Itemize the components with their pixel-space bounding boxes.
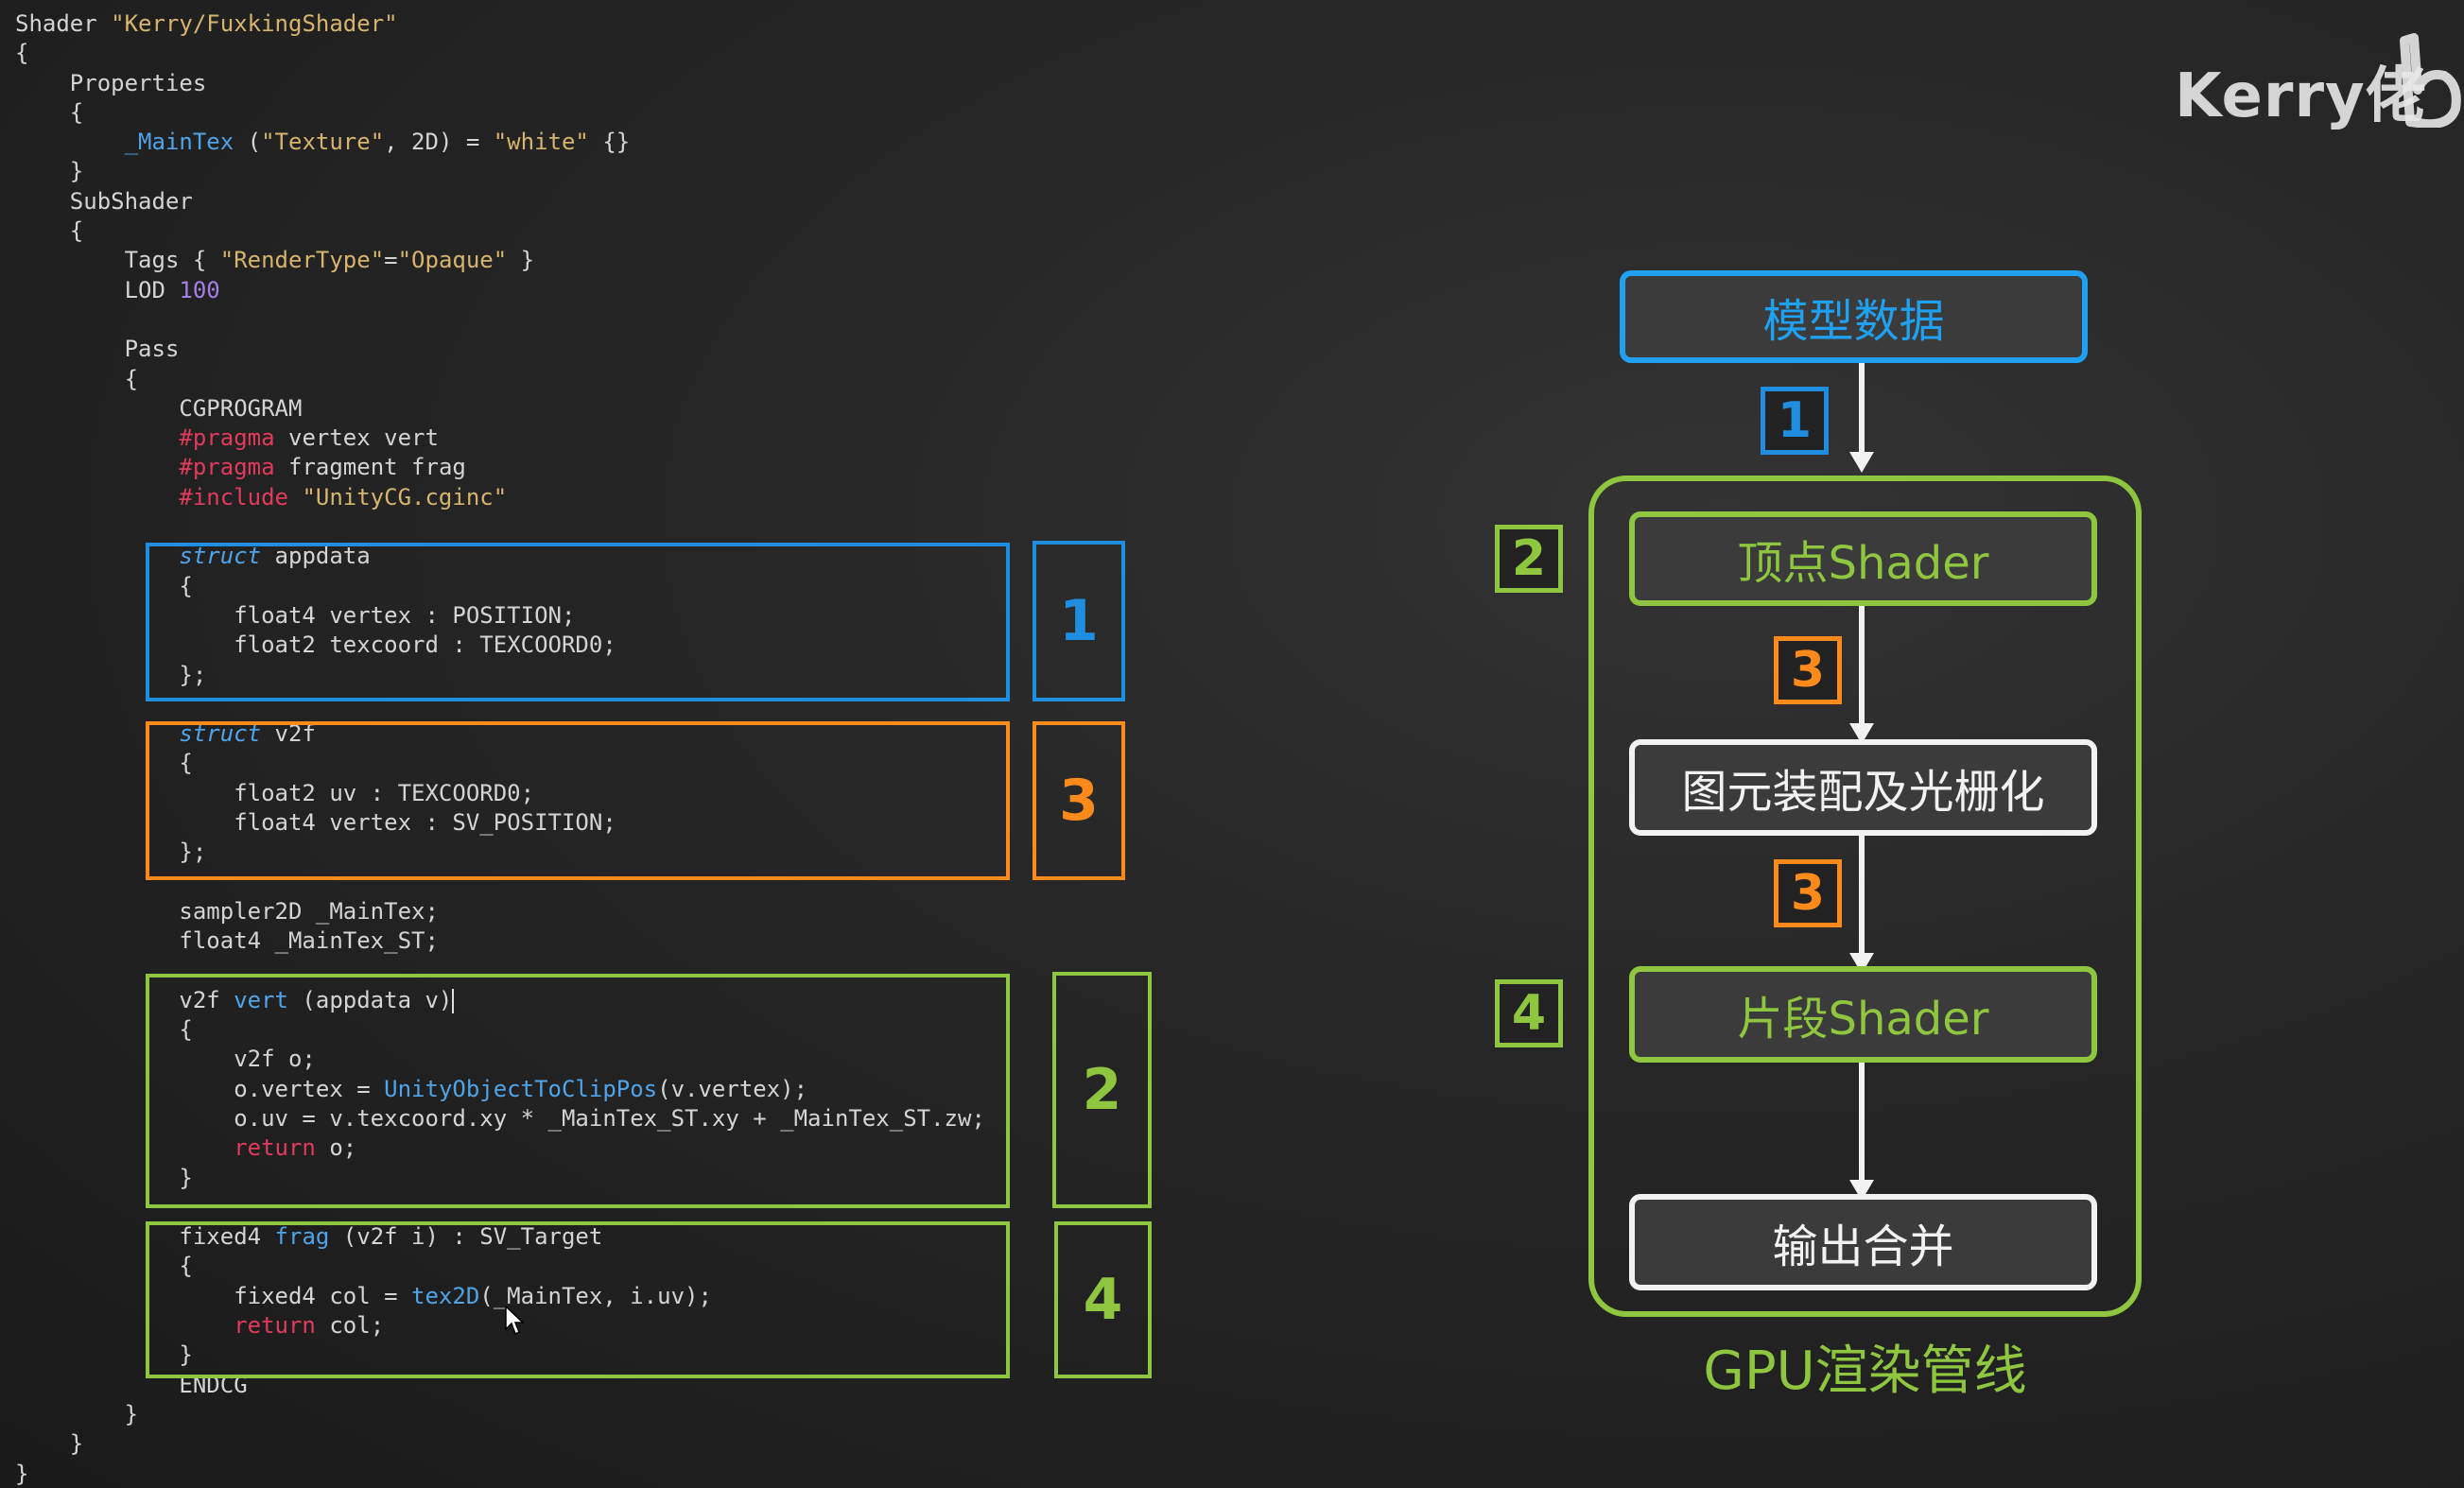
code-line[interactable]: float2 uv : TEXCOORD0; bbox=[15, 779, 535, 806]
appdata-step-badge: 1 bbox=[1032, 541, 1125, 701]
code-line[interactable]: }; bbox=[15, 839, 207, 866]
code-line[interactable]: v2f vert (appdata v) bbox=[15, 986, 455, 1013]
frag-function-highlight bbox=[146, 1221, 1010, 1378]
model-data-label: 模型数据 bbox=[1762, 295, 1945, 348]
code-line[interactable]: { bbox=[15, 98, 84, 126]
code-line[interactable]: } bbox=[15, 1164, 193, 1191]
vertex-shader-label: 顶点Shader bbox=[1737, 537, 1989, 590]
brand-watermark: Kerry佬 bbox=[2175, 61, 2427, 131]
code-line[interactable]: #pragma vertex vert bbox=[179, 424, 439, 452]
mouse-pointer-icon bbox=[505, 1306, 524, 1336]
vert-step-number: 2 bbox=[1082, 1057, 1122, 1123]
arrow-vertex-to-raster bbox=[1859, 606, 1865, 729]
code-line[interactable] bbox=[15, 512, 985, 542]
code-line[interactable]: _MainTex ("Texture", 2D) = "white" {} bbox=[124, 129, 631, 156]
code-line[interactable]: fixed4 frag (v2f i) : SV_Target bbox=[15, 1223, 603, 1251]
code-line[interactable]: { bbox=[15, 365, 139, 392]
v2f-struct-highlight bbox=[146, 721, 1010, 880]
step-badge-3a-number: 3 bbox=[1790, 642, 1826, 699]
code-line[interactable] bbox=[15, 305, 985, 335]
step-badge-1-number: 1 bbox=[1777, 392, 1813, 449]
appdata-step-number: 1 bbox=[1059, 588, 1099, 654]
code-line[interactable]: { bbox=[15, 750, 193, 777]
code-line[interactable]: float2 texcoord : TEXCOORD0; bbox=[15, 632, 616, 659]
code-line[interactable]: } bbox=[15, 158, 84, 185]
step-badge-3b-number: 3 bbox=[1790, 865, 1826, 922]
text-caret bbox=[452, 988, 455, 1013]
vertex-shader-stage: 顶点Shader bbox=[1629, 511, 2097, 606]
primitive-assembly-stage: 图元装配及光栅化 bbox=[1629, 739, 2097, 836]
bilibili-logo-icon bbox=[2400, 33, 2461, 128]
code-line[interactable]: sampler2D _MainTex; bbox=[15, 897, 439, 925]
step-badge-2: 2 bbox=[1495, 525, 1563, 593]
code-line[interactable]: #pragma fragment frag bbox=[179, 454, 466, 481]
code-line[interactable]: o.uv = v.texcoord.xy * _MainTex_ST.xy + … bbox=[15, 1104, 985, 1132]
step-badge-4: 4 bbox=[1495, 979, 1563, 1047]
step-badge-1: 1 bbox=[1761, 387, 1829, 455]
code-editor[interactable]: Shader "Kerry/FuxkingShader" { Properties… bbox=[15, 9, 985, 1488]
step-badge-3a: 3 bbox=[1774, 636, 1842, 704]
code-line[interactable]: o.vertex = UnityObjectToClipPos(v.vertex… bbox=[15, 1075, 808, 1102]
code-line[interactable]: return col; bbox=[234, 1312, 385, 1340]
fragment-shader-stage: 片段Shader bbox=[1629, 966, 2097, 1063]
frag-step-number: 4 bbox=[1083, 1267, 1123, 1333]
code-line[interactable]: return o; bbox=[234, 1134, 357, 1162]
code-line[interactable]: { bbox=[15, 1253, 193, 1280]
code-line[interactable]: } bbox=[15, 1341, 193, 1369]
gpu-pipeline-frame bbox=[1588, 476, 2142, 1317]
fragment-shader-label: 片段Shader bbox=[1737, 993, 1989, 1046]
output-merge-stage: 输出合并 bbox=[1629, 1194, 2097, 1290]
code-line[interactable]: float4 _MainTex_ST; bbox=[15, 927, 439, 955]
vert-function-highlight bbox=[146, 974, 1010, 1208]
code-line[interactable]: } bbox=[15, 1430, 84, 1458]
arrowhead-model-to-vertex bbox=[1849, 452, 1874, 473]
code-line[interactable]: CGPROGRAM bbox=[15, 394, 303, 422]
code-line[interactable]: struct appdata bbox=[179, 543, 371, 570]
code-line[interactable]: v2f o; bbox=[15, 1046, 316, 1073]
v2f-step-number: 3 bbox=[1059, 768, 1099, 834]
code-line[interactable]: #include "UnityCG.cginc" bbox=[179, 483, 508, 510]
code-line[interactable]: fixed4 col = tex2D(_MainTex, i.uv); bbox=[15, 1282, 712, 1309]
code-line[interactable]: { bbox=[15, 1016, 193, 1044]
code-line[interactable]: { bbox=[15, 572, 193, 599]
code-line[interactable]: Shader "Kerry/FuxkingShader" bbox=[15, 10, 398, 37]
vert-step-badge: 2 bbox=[1052, 972, 1152, 1208]
code-line[interactable]: } bbox=[15, 1400, 139, 1427]
code-line[interactable]: float4 vertex : POSITION; bbox=[15, 601, 576, 629]
arrow-fragment-to-output bbox=[1859, 1063, 1865, 1185]
primitive-assembly-label: 图元装配及光栅化 bbox=[1681, 766, 2045, 819]
step-badge-2-number: 2 bbox=[1511, 530, 1547, 587]
code-line[interactable]: Pass bbox=[15, 336, 180, 363]
step-badge-3b: 3 bbox=[1774, 859, 1842, 927]
arrow-raster-to-fragment bbox=[1859, 836, 1865, 959]
code-line[interactable]: }; bbox=[15, 661, 207, 688]
frag-step-badge: 4 bbox=[1054, 1221, 1152, 1378]
code-line[interactable]: SubShader bbox=[15, 187, 193, 215]
code-line[interactable]: Properties bbox=[15, 69, 207, 96]
arrow-model-to-vertex bbox=[1859, 363, 1865, 458]
code-line[interactable]: { bbox=[15, 40, 29, 67]
code-line[interactable]: Tags { "RenderType"="Opaque" } bbox=[15, 247, 535, 274]
code-line[interactable]: LOD 100 bbox=[15, 276, 220, 303]
code-line[interactable]: float4 vertex : SV_POSITION; bbox=[15, 809, 616, 837]
step-badge-4-number: 4 bbox=[1511, 985, 1547, 1042]
v2f-step-badge: 3 bbox=[1032, 721, 1125, 880]
code-line[interactable]: { bbox=[15, 217, 84, 245]
code-line[interactable]: } bbox=[15, 1460, 29, 1487]
appdata-struct-highlight bbox=[146, 543, 1010, 701]
model-data-stage: 模型数据 bbox=[1620, 270, 2088, 363]
arrowhead-vertex-to-raster bbox=[1849, 723, 1874, 744]
output-merge-label: 输出合并 bbox=[1772, 1220, 1954, 1273]
pipeline-caption: GPU渲染管线 bbox=[1703, 1341, 2027, 1402]
